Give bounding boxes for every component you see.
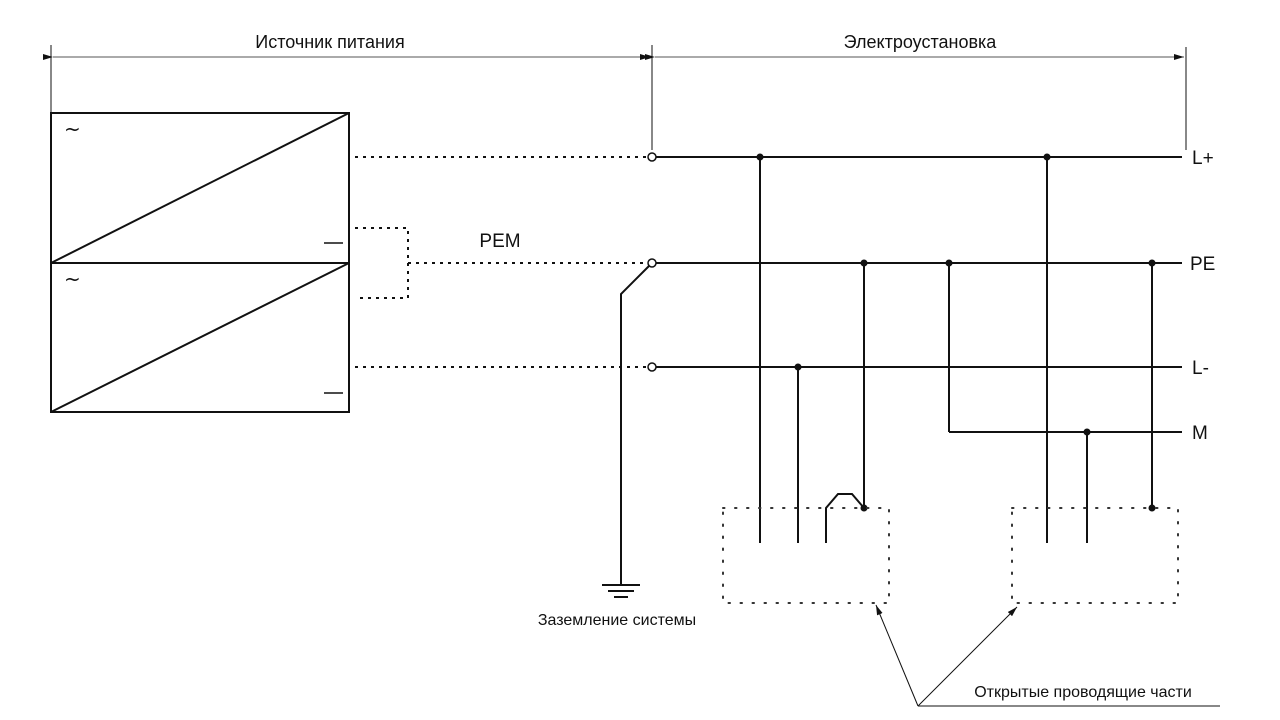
ac-symbol: ~ [64,267,81,291]
terminal-lplus [647,152,657,162]
terminals [647,152,657,372]
vertical-connections [759,157,1153,543]
installation-section-label: Электроустановка [844,32,998,52]
source-dotted-links [355,156,646,368]
bus-label-m: M [1192,423,1208,444]
ac-symbol: ~ [64,117,81,141]
terminal-lminus [647,362,657,372]
bus-label-lplus: L+ [1192,148,1214,169]
enclosure-2 [1011,507,1179,604]
bus-label-pe: PE [1190,254,1215,275]
buses [656,156,1182,433]
enclosure-1 [722,507,890,604]
dimension-installation: Электроустановка [645,32,1187,150]
exposed-parts-label: Открытые проводящие части [974,684,1192,701]
converter-unit-2: ~ [50,262,350,413]
source-section-label: Источник питания [255,32,404,52]
junction-dots [756,153,1156,512]
system-ground [602,265,650,598]
bus-label-lminus: L- [1192,358,1209,379]
ground-label: Заземление системы [538,612,696,629]
pem-label: PEM [479,231,520,252]
converter-unit-1: ~ [50,112,350,264]
dimension-source: Источник питания [43,32,653,150]
exposed-parts-leader [875,604,1220,707]
terminal-pe [647,258,657,268]
